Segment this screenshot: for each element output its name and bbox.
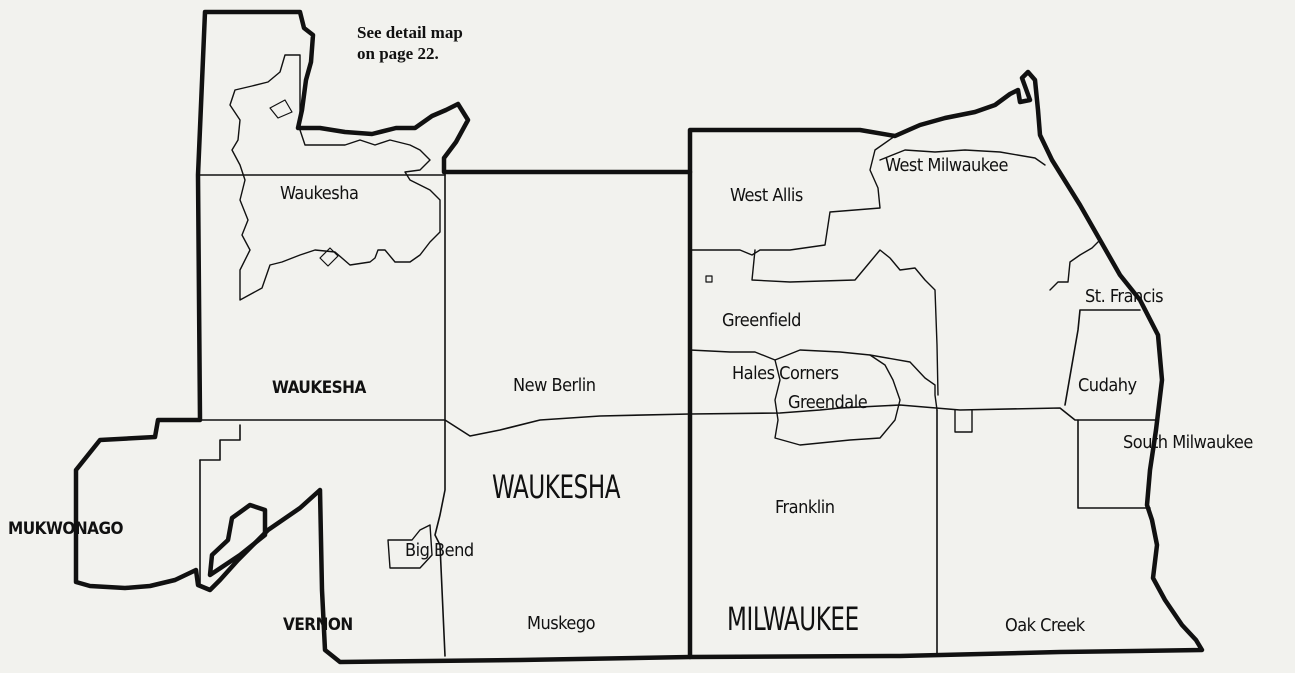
- west-milwaukee-boundary: [879, 149, 1046, 166]
- township-line: [1064, 309, 1141, 406]
- detail-map-note: See detail map on page 22.: [357, 22, 463, 64]
- label-greenfield: Greenfield: [722, 310, 801, 331]
- st-francis-boundary: [1049, 239, 1101, 291]
- label-hales-corners: Hales Corners: [732, 363, 839, 384]
- greenfield-north-boundary: [751, 249, 939, 396]
- big-bend-boundary: [387, 524, 433, 569]
- tiny-parcel: [705, 275, 713, 283]
- label-vernon: VERNON: [283, 615, 353, 635]
- label-mukwonago: MUKWONAGO: [8, 519, 124, 539]
- township-line: [199, 424, 241, 461]
- waukesha-fragment: [269, 99, 293, 119]
- label-west-milwaukee: West Milwaukee: [885, 155, 1008, 176]
- township-line: [689, 404, 1159, 421]
- label-new-berlin: New Berlin: [513, 375, 596, 396]
- label-waukesha-city: Waukesha: [280, 183, 359, 204]
- label-west-allis: West Allis: [730, 185, 803, 206]
- label-greendale: Greendale: [788, 392, 868, 413]
- label-waukesha-town: WAUKESHA: [272, 378, 366, 398]
- label-st-francis: St. Francis: [1085, 286, 1164, 307]
- vernon-notch: [954, 409, 973, 433]
- label-muskego: Muskego: [527, 613, 596, 634]
- note-line-1: See detail map: [357, 23, 463, 42]
- label-waukesha-county: WAUKESHA: [492, 468, 621, 506]
- waukesha-fragment: [319, 247, 339, 267]
- outer-boundary: [73, 9, 1205, 665]
- note-line-2: on page 22.: [357, 44, 439, 63]
- label-big-bend: Big Bend: [405, 540, 474, 561]
- label-oak-creek: Oak Creek: [1005, 615, 1085, 636]
- west-allis-boundary: [689, 135, 896, 256]
- greenfield-boundary: [689, 349, 938, 411]
- greendale-boundary: [774, 354, 901, 446]
- township-line: [199, 413, 691, 437]
- label-milwaukee-county: MILWAUKEE: [727, 600, 859, 638]
- township-line: [434, 171, 446, 657]
- label-cudahy: Cudahy: [1078, 375, 1137, 396]
- mukwonago-notch: [207, 502, 268, 578]
- waukesha-city-boundary: [229, 54, 441, 301]
- label-south-milwaukee: South Milwaukee: [1123, 432, 1253, 453]
- label-franklin: Franklin: [775, 497, 835, 518]
- township-line: [1077, 419, 1151, 509]
